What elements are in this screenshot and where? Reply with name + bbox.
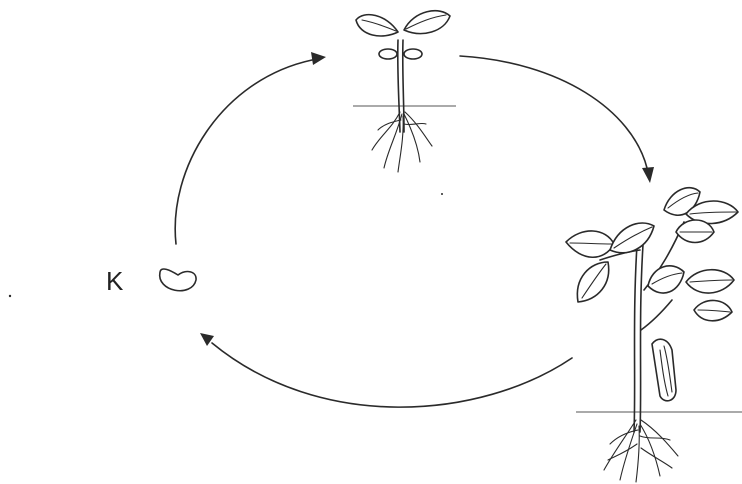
arrow-seed-to-seedling (175, 52, 326, 244)
seed (160, 269, 196, 291)
arrow-mature-plant-to-seed (200, 333, 572, 407)
mature-bean-plant (566, 188, 742, 482)
seedling (353, 11, 456, 172)
arrow-seedling-to-mature-plant (460, 56, 654, 183)
speck (441, 193, 443, 195)
speck (9, 295, 11, 297)
